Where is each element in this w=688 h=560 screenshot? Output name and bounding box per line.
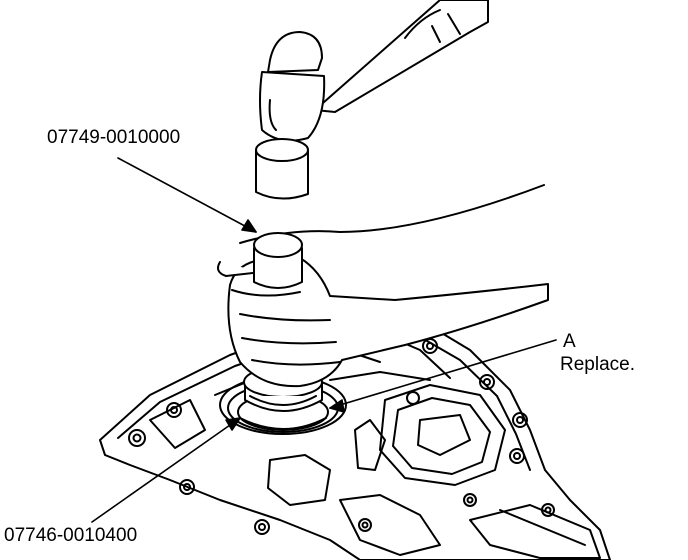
bolt-boss bbox=[483, 378, 491, 386]
bolt-boss bbox=[426, 342, 434, 350]
bolt-boss bbox=[479, 374, 495, 390]
bolt-boss bbox=[132, 433, 142, 443]
arrowhead bbox=[241, 219, 257, 233]
part-note-label: Replace. bbox=[560, 354, 635, 375]
leader-line-tool-bottom bbox=[91, 417, 241, 523]
bolt-boss-group bbox=[128, 314, 555, 535]
part-letter-label: A bbox=[563, 331, 576, 352]
bolt-boss bbox=[358, 518, 372, 532]
bolt-boss bbox=[466, 496, 474, 504]
leader-line-part-a bbox=[329, 339, 557, 409]
bolt-boss bbox=[361, 521, 369, 529]
bolt-boss bbox=[166, 402, 182, 418]
bolt-boss bbox=[406, 391, 420, 405]
bolt-boss bbox=[512, 412, 528, 428]
hand bbox=[217, 184, 549, 388]
bolt-boss bbox=[183, 483, 191, 491]
bolt-boss bbox=[258, 523, 266, 531]
bolt-boss bbox=[541, 503, 555, 517]
bolt-boss bbox=[170, 406, 178, 414]
bolt-boss bbox=[463, 493, 477, 507]
bolt-boss bbox=[513, 452, 521, 460]
tool-number-label-top: 07749-0010000 bbox=[47, 127, 181, 148]
bolt-boss bbox=[516, 416, 524, 424]
arrowhead bbox=[329, 399, 345, 413]
arrowhead bbox=[225, 417, 241, 431]
leader-line-tool-top bbox=[117, 157, 257, 233]
driver-handle bbox=[253, 232, 303, 289]
bolt-boss bbox=[544, 506, 552, 514]
bolt-boss bbox=[254, 519, 270, 535]
bolt-boss bbox=[509, 448, 525, 464]
hammer bbox=[255, 0, 489, 200]
tool-number-label-bottom: 07746-0010400 bbox=[4, 525, 138, 546]
bolt-boss bbox=[179, 479, 195, 495]
bolt-boss bbox=[128, 429, 146, 447]
leader-lines bbox=[91, 157, 557, 523]
